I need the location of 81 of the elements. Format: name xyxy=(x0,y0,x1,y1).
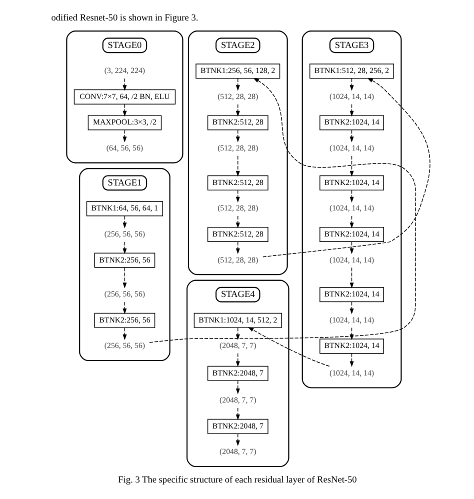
arrow xyxy=(235,408,240,420)
node-box: CONV:7×7, 64, /2 BN, ELU xyxy=(73,89,176,104)
node-box: BTNK2:1024, 14 xyxy=(319,287,384,302)
node-box: BTNK2:512, 28 xyxy=(206,115,268,130)
node-box: BTNK2:512, 28 xyxy=(206,226,268,242)
arrow xyxy=(235,353,240,367)
arrow xyxy=(122,267,126,288)
node-box: BTNK1:512, 28, 256, 2 xyxy=(309,64,394,79)
arrow xyxy=(247,327,330,367)
cluster xyxy=(187,30,288,276)
arrow xyxy=(122,327,126,340)
node-text: (512, 28, 28) xyxy=(217,92,258,101)
node-text: (512, 28, 28) xyxy=(217,255,258,264)
node-text: (1024, 14, 14) xyxy=(328,315,374,324)
node-box: STAGE0 xyxy=(102,38,147,54)
node-text: (3, 224, 224) xyxy=(104,66,145,76)
arrow xyxy=(235,104,240,117)
node-box: BTNK2:1024, 14 xyxy=(319,115,384,130)
arrow xyxy=(235,130,240,142)
cluster xyxy=(78,168,170,362)
arrow xyxy=(148,78,416,343)
arrow xyxy=(235,216,240,228)
node-text: (2048, 7, 7) xyxy=(219,447,256,456)
node-box: BTNK2:1024, 14 xyxy=(319,175,384,190)
node-text: (1024, 14, 14) xyxy=(328,92,374,101)
node-box: BTNK1:1024, 14, 512, 2 xyxy=(193,312,282,328)
node-box: BTNK1:64, 56, 64, 1 xyxy=(86,201,163,216)
node-box: STAGE1 xyxy=(102,175,147,191)
cluster xyxy=(66,30,183,164)
node-text: (64, 56, 56) xyxy=(106,144,143,153)
arrow xyxy=(349,190,354,203)
arrow xyxy=(235,380,240,394)
arrow xyxy=(235,190,240,203)
node-box: BTNK2:1024, 14 xyxy=(319,226,384,242)
node-box: STAGE2 xyxy=(215,38,260,54)
node-text: (1024, 14, 14) xyxy=(328,144,374,153)
arrow xyxy=(349,78,354,91)
node-text: (1024, 14, 14) xyxy=(328,368,374,378)
arrow xyxy=(122,216,126,228)
node-box: BTNK2:1024, 14 xyxy=(319,338,384,354)
node-box: BTNK2:256, 56 xyxy=(94,252,155,268)
node-box: BTNK2:2048, 7 xyxy=(206,366,268,381)
node-box: STAGE4 xyxy=(215,286,260,302)
node-text: (1024, 14, 14) xyxy=(328,204,374,213)
node-box: MAXPOOL:3×3, /2 xyxy=(87,115,162,130)
node-text: (512, 28, 28) xyxy=(217,204,258,213)
node-text: (256, 56, 56) xyxy=(104,341,145,350)
node-text: (512, 28, 28) xyxy=(217,144,258,153)
arrow xyxy=(122,302,126,314)
cluster xyxy=(301,30,402,388)
node-text: (2048, 7, 7) xyxy=(219,396,256,405)
arrow xyxy=(235,156,240,177)
node-text: (256, 56, 56) xyxy=(104,290,145,299)
arrow xyxy=(122,78,126,91)
node-text: (2048, 7, 7) xyxy=(219,341,256,350)
arrow xyxy=(349,267,354,288)
arrow xyxy=(349,130,354,142)
caption: Fig. 3 The specific structure of each residual layer of ResNet-50 xyxy=(118,476,356,486)
node-box: STAGE3 xyxy=(328,38,374,54)
cluster xyxy=(186,280,289,468)
arrow xyxy=(122,130,126,142)
label: odified Resnet-50 is shown in Figure 3. xyxy=(50,14,198,24)
arrow xyxy=(349,216,354,228)
arrow xyxy=(349,302,354,314)
arrow xyxy=(122,104,126,117)
arrow xyxy=(235,78,240,91)
arrow xyxy=(262,78,430,258)
arrow xyxy=(349,353,354,367)
arrow xyxy=(349,241,354,254)
node-box: BTNK1:256, 56, 128, 2 xyxy=(195,64,280,79)
node-text: (256, 56, 56) xyxy=(104,229,145,238)
node-box: BTNK2:256, 56 xyxy=(94,312,155,328)
arrow xyxy=(122,241,126,254)
arrow xyxy=(349,156,354,177)
node-text: (1024, 14, 14) xyxy=(328,255,374,264)
node-box: BTNK2:512, 28 xyxy=(206,175,268,190)
arrow xyxy=(235,327,240,340)
arrow xyxy=(349,104,354,117)
node-box: BTNK2:2048, 7 xyxy=(206,418,268,434)
arrow xyxy=(235,433,240,446)
arrow xyxy=(235,241,240,254)
